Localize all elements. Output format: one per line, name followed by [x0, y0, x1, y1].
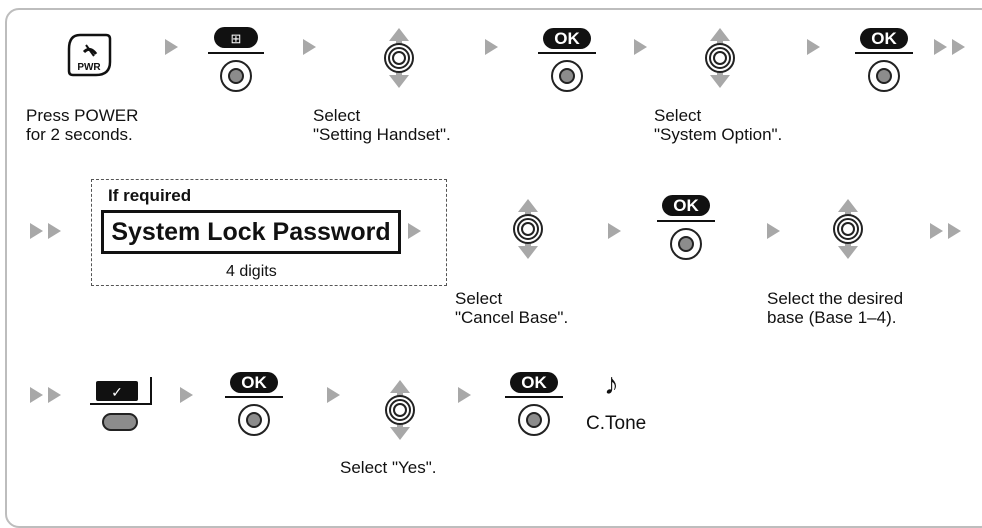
step-select-yes-label: Select "Yes".: [340, 458, 437, 477]
nav-key-up-down-icon[interactable]: [832, 199, 864, 259]
center-key-dot: [526, 412, 542, 428]
step-select-setting-handset-label: Select "Setting Handset".: [313, 106, 451, 144]
continue-arrow: [948, 223, 961, 239]
soft-key-frame: [150, 377, 152, 404]
center-key-dot: [876, 68, 892, 84]
continue-arrow: [930, 223, 943, 239]
step-arrow: [485, 39, 498, 55]
check-soft-key[interactable]: ✓: [96, 381, 138, 401]
ok-soft-key[interactable]: OK: [543, 28, 591, 49]
step-arrow: [327, 387, 340, 403]
step-select-system-option-label: Select "System Option".: [654, 106, 783, 144]
if-required-box: [91, 179, 447, 286]
soft-key-divider: [855, 52, 913, 54]
step-select-desired-base-label: Select the desired base (Base 1–4).: [767, 289, 904, 327]
soft-key-divider: [505, 396, 563, 398]
continue-arrow: [934, 39, 947, 55]
soft-key-divider: [208, 52, 264, 54]
system-lock-password-field[interactable]: System Lock Password: [101, 210, 401, 254]
step-arrow: [303, 39, 316, 55]
step-arrow: [408, 223, 421, 239]
soft-key-frame: [90, 403, 152, 405]
soft-key-divider: [225, 396, 283, 398]
check-icon: ✓: [111, 384, 123, 400]
soft-key-button[interactable]: [102, 413, 138, 431]
svg-text:PWR: PWR: [77, 62, 101, 73]
center-key-dot: [678, 236, 694, 252]
confirmation-tone-label: C.Tone: [586, 413, 647, 434]
if-required-title: If required: [108, 186, 192, 205]
power-key-icon: PWR: [67, 33, 112, 77]
nav-key-up-down-icon[interactable]: [384, 380, 416, 440]
ok-soft-key[interactable]: OK: [510, 372, 558, 393]
ok-soft-key[interactable]: OK: [860, 28, 908, 49]
step-arrow: [634, 39, 647, 55]
step-arrow: [807, 39, 820, 55]
continue-arrow: [48, 387, 61, 403]
continue-arrow: [48, 223, 61, 239]
step-arrow: [767, 223, 780, 239]
nav-key-up-down-icon[interactable]: [512, 199, 544, 259]
nav-key-up-down-icon[interactable]: [704, 28, 736, 88]
ok-soft-key[interactable]: OK: [230, 372, 278, 393]
step-arrow: [458, 387, 471, 403]
center-key-dot: [559, 68, 575, 84]
menu-soft-key[interactable]: ⊞: [214, 27, 258, 48]
continue-arrow: [30, 223, 43, 239]
step-select-cancel-base-label: Select "Cancel Base".: [455, 289, 569, 327]
menu-grid-icon: ⊞: [230, 31, 242, 46]
soft-key-divider: [538, 52, 596, 54]
step-arrow: [165, 39, 178, 55]
continue-arrow: [30, 387, 43, 403]
music-note-icon: ♪: [604, 368, 619, 401]
center-key-icon[interactable]: [238, 404, 270, 436]
center-key-dot: [228, 68, 244, 84]
step-arrow: [180, 387, 193, 403]
center-key-icon[interactable]: [220, 60, 252, 92]
nav-key-up-down-icon[interactable]: [383, 28, 415, 88]
continue-arrow: [952, 39, 965, 55]
password-digits-note: 4 digits: [226, 263, 277, 280]
soft-key-divider: [657, 220, 715, 222]
center-key-dot: [246, 412, 262, 428]
ok-soft-key[interactable]: OK: [662, 195, 710, 216]
step-press-power-label: Press POWER for 2 seconds.: [26, 106, 139, 144]
step-arrow: [608, 223, 621, 239]
